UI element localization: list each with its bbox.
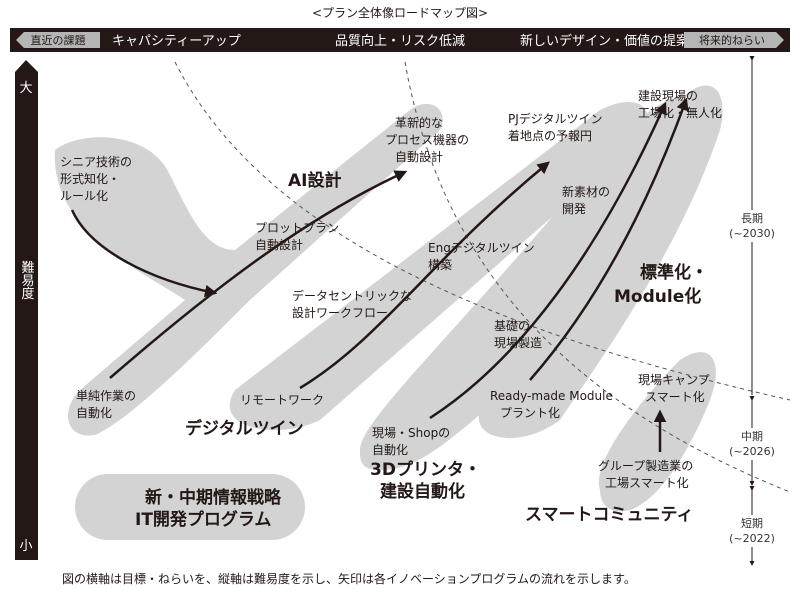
item-group: グループ製造業の工場スマート化 <box>598 459 693 490</box>
right-tag: 将来的ねらい <box>699 33 765 47</box>
item-labels: シニア技術の形式知化・ルール化 プロットプラン自動設計 革新的なプロセス機器の自… <box>60 88 722 490</box>
period-mid-years: (~2026) <box>729 445 775 458</box>
item-senior: シニア技術の形式知化・ルール化 <box>60 155 132 203</box>
item-data: データセントリックな設計ワークフロー <box>292 288 412 320</box>
group-standard: 標準化・Module化 <box>614 262 708 307</box>
period-labels: 長期 (~2030) 中期 (~2026) 短期 (~2022) <box>725 210 779 547</box>
group-3d-printer: 3Dプリンタ・建設自動化 <box>370 459 481 502</box>
period-mid: 中期 <box>741 430 763 443</box>
group-smart: スマートコミュニティ <box>525 505 693 525</box>
left-tag-shape <box>16 32 100 48</box>
header-bar: 直近の課題 キャパシティーアップ 品質向上・リスク低減 新しいデザイン・価値の提… <box>10 28 790 52</box>
item-material: 新素材の開発 <box>562 184 610 216</box>
group-digital-twin: デジタルツイン <box>185 418 304 439</box>
group-labels: AI設計 デジタルツイン 3Dプリンタ・建設自動化 標準化・Module化 スマ… <box>135 170 708 530</box>
item-camp: 現場キャンプスマート化 <box>638 373 710 404</box>
item-remote: リモートワーク <box>240 393 324 407</box>
item-simple: 単純作業の自動化 <box>76 389 136 420</box>
group-ai: AI設計 <box>288 170 341 191</box>
footnote: 図の横軸は目標・ねらいを、縦軸は難易度を示し、矢印は各イノベーションプログラムの… <box>62 571 636 586</box>
item-site: 建設現場の工場化・無人化 <box>638 88 722 120</box>
period-short-years: (~2022) <box>729 532 775 545</box>
item-base: 基礎の現場製造 <box>494 319 542 350</box>
item-pj: PJデジタルツイン着地点の予報円 <box>508 111 603 143</box>
period-long-years: (~2030) <box>729 227 775 240</box>
difficulty-axis: 大 難易度 小 <box>15 60 38 560</box>
item-shop: 現場・Shopの自動化 <box>372 426 450 457</box>
axis-bottom: 小 <box>19 539 32 554</box>
right-tag-shape <box>684 32 784 48</box>
item-plot: プロットプラン自動設計 <box>255 221 339 252</box>
axis-label: 難易度 <box>19 261 35 300</box>
period-dividers <box>174 61 791 493</box>
arrows <box>70 97 689 452</box>
header-col3: 新しいデザイン・価値の提案 <box>520 33 689 49</box>
header-col1: キャパシティーアップ <box>112 34 241 49</box>
diagram-title: <プラン全体像ロードマップ図> <box>312 5 488 20</box>
header-col2: 品質向上・リスク低減 <box>335 33 465 49</box>
axis-top: 大 <box>19 81 32 96</box>
period-long: 長期 <box>741 212 763 225</box>
period-short: 短期 <box>741 516 763 530</box>
it-program-blob <box>75 474 305 540</box>
item-eng: Engデジタルツイン構築 <box>428 240 535 272</box>
item-process: 革新的なプロセス機器の自動設計 <box>385 115 469 164</box>
left-tag: 直近の課題 <box>31 33 86 47</box>
